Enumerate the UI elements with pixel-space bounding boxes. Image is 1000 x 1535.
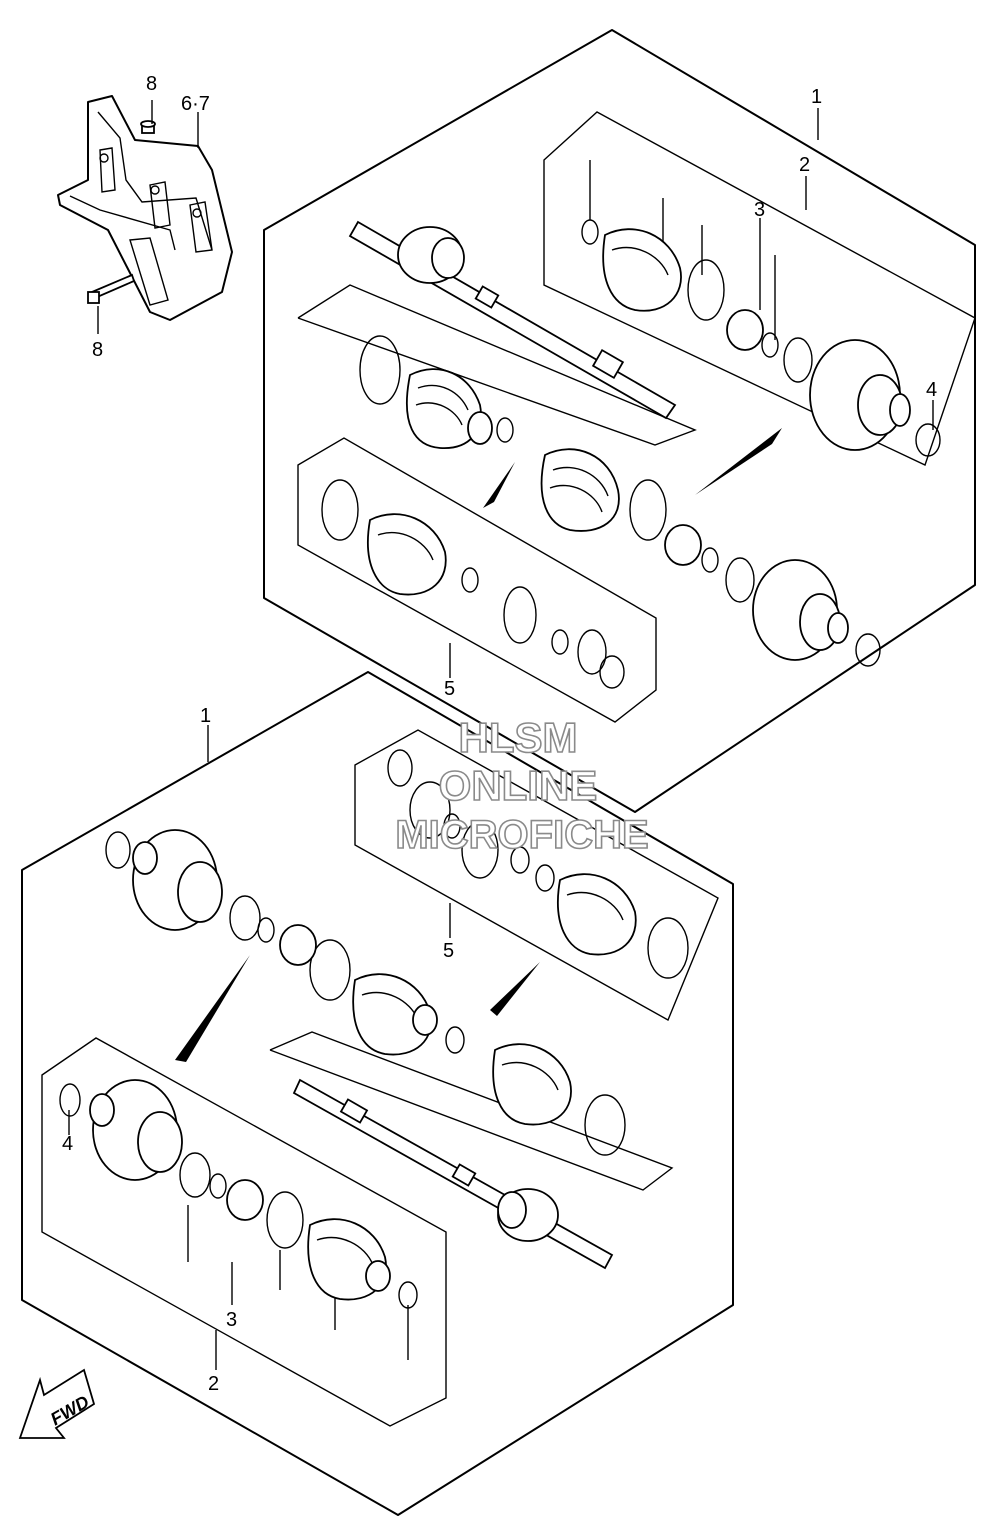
- callout-lower-circlip: 4: [62, 1133, 73, 1155]
- callout-lower-boot-kit: 3: [226, 1309, 237, 1331]
- lower-bearing-cages: [226, 924, 317, 1221]
- callout-upper-joint-set: 2: [799, 154, 810, 176]
- callout-lower-assembly: 1: [200, 705, 211, 727]
- upper-circlips: [551, 332, 941, 689]
- upper-assembly-frame: [263, 29, 976, 813]
- arrow-down-left-icon: [18, 1368, 96, 1439]
- upper-direction-arrows: [483, 428, 782, 508]
- watermark: HLSM ONLINE MICROFICHE: [395, 713, 650, 858]
- callout-upper-inner-boot-set: 5: [444, 678, 455, 700]
- callout-bracket-bolt-bottom: 8: [92, 339, 103, 361]
- callout-bracket-bolt-top: 8: [146, 73, 157, 95]
- lower-assembly-frame: [21, 671, 734, 1516]
- callout-lower-inner-boot-set: 5: [443, 940, 454, 962]
- lower-circlips: [59, 749, 461, 1199]
- shaft-guard-bracket: [57, 95, 233, 321]
- upper-inner-boot-set-boot: [367, 513, 447, 596]
- lower-boots: [307, 873, 637, 1301]
- callout-upper-circlip: 4: [926, 379, 937, 401]
- lower-boot-clamps: [266, 821, 689, 1309]
- callout-upper-boot-kit: 3: [754, 199, 765, 221]
- upper-boot-clamps: [321, 219, 725, 644]
- bracket-bolt-top: [140, 120, 156, 134]
- upper-bearing-cages: [664, 309, 764, 566]
- upper-outer-boot: [540, 448, 620, 532]
- watermark-line-3: MICROFICHE: [395, 813, 648, 857]
- fwd-direction-indicator: FWD: [18, 1368, 96, 1439]
- callout-upper-assembly: 1: [811, 86, 822, 108]
- watermark-line-2: ONLINE: [439, 762, 598, 809]
- callout-lower-joint-set: 2: [208, 1373, 219, 1395]
- upper-joint-set-housing: [809, 339, 911, 451]
- upper-cv-joint-housing: [752, 559, 849, 661]
- watermark-line-1: HLSM: [459, 714, 578, 761]
- upper-axle-shaft: [348, 220, 677, 420]
- lower-cv-joint-housing: [132, 829, 223, 931]
- callout-bracket-guard: 6·7: [181, 93, 210, 115]
- upper-inner-boot: [406, 368, 493, 449]
- bracket-bolt-bottom: [87, 273, 136, 304]
- upper-joint-set-boot: [602, 228, 682, 312]
- lower-axle-shaft: [292, 1078, 614, 1270]
- lower-direction-arrows: [175, 955, 540, 1062]
- lower-joint-set-housing: [89, 1079, 183, 1181]
